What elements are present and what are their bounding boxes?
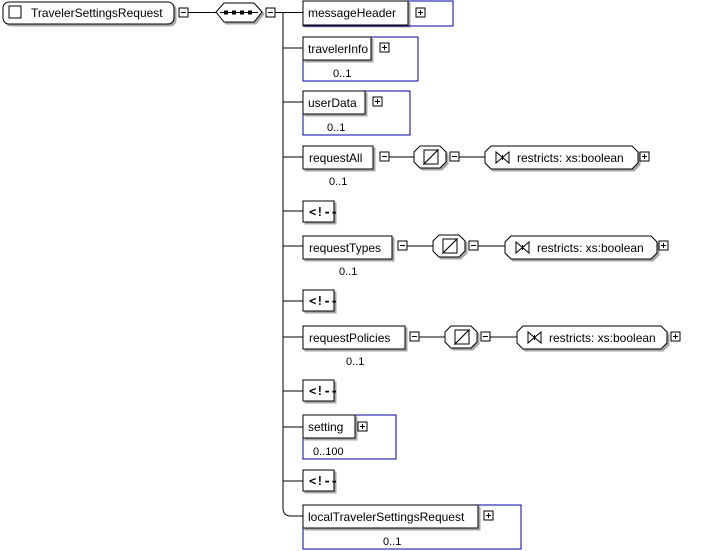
comment-label: <!-- (309, 474, 338, 488)
restriction-icon (515, 240, 530, 255)
expand-icon[interactable] (372, 96, 383, 107)
expand-icon[interactable] (357, 421, 368, 432)
element-label: userData (308, 96, 357, 110)
node-user-data[interactable]: userData 0..1 (283, 90, 411, 136)
root-element[interactable]: TravelerSettingsRequest (2, 1, 175, 25)
occurrence-label: 0..100 (313, 446, 344, 458)
element-label: localTravelerSettingsRequest (308, 510, 465, 524)
node-message-header[interactable]: messageHeader (302, 0, 454, 27)
occurrence-label: 0..1 (346, 356, 364, 368)
restriction-icon (495, 150, 510, 165)
restriction-expand-icon[interactable] (670, 331, 681, 342)
simple-type-icon[interactable] (444, 325, 478, 349)
node-comment-2[interactable]: <!-- (283, 289, 338, 312)
root-collapse-icon[interactable] (178, 7, 189, 18)
occurrence-label: 0..1 (333, 68, 351, 80)
expand-icon[interactable] (415, 7, 426, 18)
collapse-icon[interactable] (379, 151, 390, 162)
comment-label: <!-- (309, 294, 338, 308)
sequence-collapse-icon[interactable] (265, 7, 276, 18)
element-label: messageHeader (308, 6, 396, 20)
occurrence-label: 0..1 (383, 536, 401, 548)
collapse-icon[interactable] (397, 240, 408, 251)
occurrence-label: 0..1 (327, 122, 345, 134)
comment-label: <!-- (309, 384, 338, 398)
node-request-types[interactable]: requestTypes restricts: xs:boolean 0..1 (283, 234, 669, 278)
restriction-label: restricts: xs:boolean (549, 331, 656, 345)
restriction-icon (527, 330, 542, 345)
restriction-node[interactable]: restricts: xs:boolean (484, 145, 639, 170)
simple-type-icon[interactable] (432, 234, 466, 258)
facet-collapse-icon[interactable] (449, 151, 460, 162)
node-local-traveler-settings-request[interactable]: localTravelerSettingsRequest 0..1 (302, 504, 522, 550)
collapse-icon[interactable] (409, 331, 420, 342)
element-label: setting (308, 420, 343, 434)
sequence-icon[interactable] (215, 2, 263, 23)
element-label: requestTypes (309, 241, 381, 255)
node-comment-3[interactable]: <!-- (283, 379, 338, 402)
occurrence-label: 0..1 (339, 266, 357, 278)
node-traveler-info[interactable]: travelerInfo 0..1 (283, 36, 419, 82)
restriction-expand-icon[interactable] (639, 151, 650, 162)
restriction-label: restricts: xs:boolean (537, 241, 644, 255)
element-label: travelerInfo (308, 42, 368, 56)
sequence-trunk (282, 12, 303, 517)
node-request-policies[interactable]: requestPolicies restricts: xs:boolean 0..1 (283, 325, 681, 368)
restriction-expand-icon[interactable] (658, 240, 669, 251)
comment-label: <!-- (309, 205, 338, 219)
element-label: requestPolicies (309, 331, 390, 345)
restriction-node[interactable]: restricts: xs:boolean (504, 235, 658, 260)
node-setting[interactable]: setting 0..100 (283, 414, 397, 460)
root-label: TravelerSettingsRequest (31, 6, 163, 20)
restriction-node[interactable]: restricts: xs:boolean (516, 325, 668, 350)
restriction-label: restricts: xs:boolean (517, 151, 624, 165)
occurrence-label: 0..1 (329, 176, 347, 188)
expand-icon[interactable] (379, 42, 390, 53)
facet-collapse-icon[interactable] (468, 240, 479, 251)
node-comment-1[interactable]: <!-- (283, 200, 338, 223)
facet-collapse-icon[interactable] (480, 331, 491, 342)
element-square-icon (8, 5, 22, 19)
element-label: requestAll (309, 151, 362, 165)
simple-type-icon[interactable] (413, 145, 447, 169)
node-comment-4[interactable]: <!-- (283, 469, 338, 492)
node-request-all[interactable]: requestAll restricts: xs:boolean 0..1 (283, 145, 650, 188)
expand-icon[interactable] (483, 510, 494, 521)
